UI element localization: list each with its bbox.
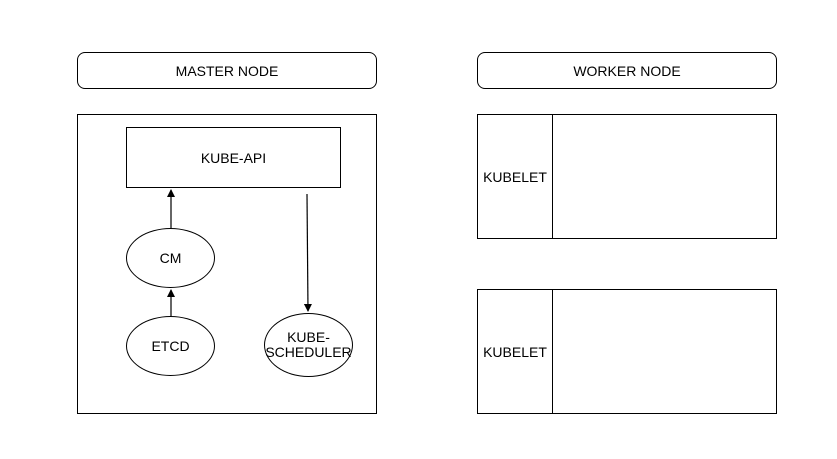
master-node-header: MASTER NODE (77, 52, 377, 89)
worker-node-title: WORKER NODE (573, 62, 681, 79)
kubelet-box-1: KUBELET (477, 114, 553, 239)
kubelet-label-2: KUBELET (483, 343, 547, 360)
cm-node: CM (126, 228, 215, 288)
kube-scheduler-label-line1: KUBE- (287, 329, 330, 345)
worker-node-header: WORKER NODE (477, 52, 777, 89)
etcd-label: ETCD (151, 338, 190, 354)
master-node-title: MASTER NODE (175, 62, 279, 79)
kubelet-box-2: KUBELET (477, 289, 553, 414)
kubelet-label-1: KUBELET (483, 168, 547, 185)
cm-label: CM (159, 250, 182, 266)
kube-scheduler-node: KUBE- SCHEDULER (264, 313, 353, 377)
kube-api-box: KUBE-API (126, 127, 341, 188)
kube-api-label: KUBE-API (200, 149, 267, 166)
kube-scheduler-label-line2: SCHEDULER (265, 344, 352, 360)
etcd-node: ETCD (126, 316, 215, 376)
